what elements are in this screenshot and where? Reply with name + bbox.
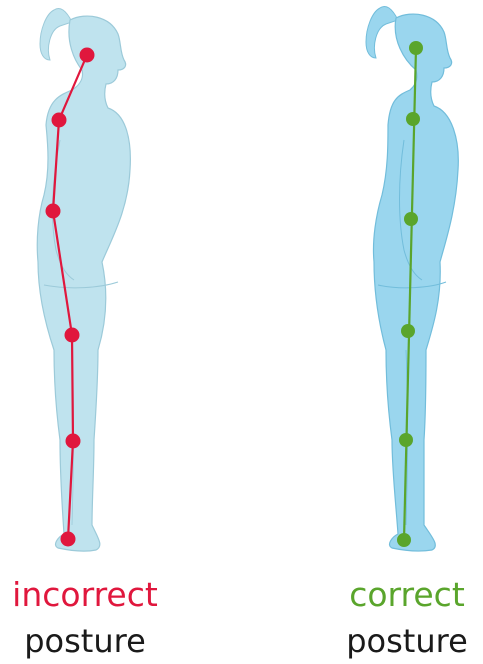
correct-point-ankle — [397, 533, 411, 547]
correct-ponytail — [366, 7, 398, 59]
incorrect-point-back — [46, 204, 61, 219]
incorrect-body-silhouette — [37, 16, 130, 551]
incorrect-status-label: incorrect — [0, 578, 185, 611]
correct-posture-label: posture — [307, 625, 483, 657]
correct-point-back — [404, 212, 418, 226]
incorrect-point-knee — [66, 434, 81, 449]
incorrect-point-ear — [80, 48, 95, 63]
incorrect-posture-figure — [37, 9, 130, 552]
incorrect-point-hip — [65, 328, 80, 343]
correct-point-knee — [399, 433, 413, 447]
incorrect-point-ankle — [61, 532, 76, 547]
correct-posture-figure — [366, 7, 458, 552]
incorrect-point-shoulder — [52, 113, 67, 128]
incorrect-posture-label: posture — [0, 625, 185, 657]
correct-point-shoulder — [406, 112, 420, 126]
correct-status-label: correct — [307, 578, 483, 611]
correct-point-hip — [401, 324, 415, 338]
correct-point-ear — [409, 41, 423, 55]
incorrect-ponytail — [40, 9, 72, 61]
